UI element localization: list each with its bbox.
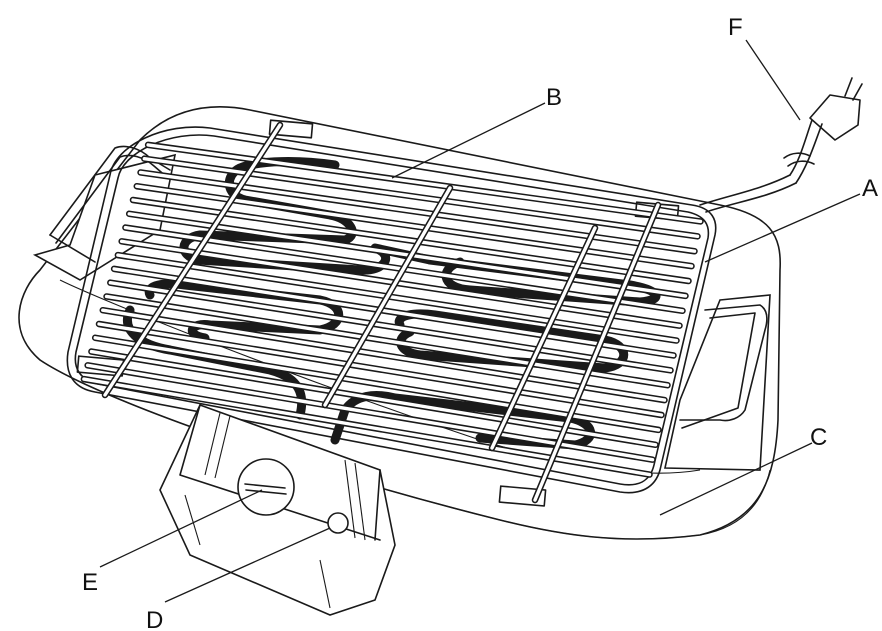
rack-bar-highlight	[142, 156, 700, 239]
leader-d	[164, 527, 331, 603]
rack-bar-highlight	[127, 212, 688, 298]
power-cord	[699, 77, 863, 213]
thermostat-knob	[237, 458, 295, 516]
rack-bar-highlight	[138, 170, 697, 253]
label-a: A	[862, 175, 878, 202]
rack-bar-highlight	[108, 280, 673, 373]
label-c: C	[810, 424, 827, 451]
rack-bar-highlight	[93, 336, 661, 432]
control-box	[159, 404, 396, 616]
plug	[809, 94, 861, 141]
grill-rack	[66, 121, 717, 504]
rack-bar-highlight	[104, 294, 670, 387]
rack-bar-highlight	[116, 253, 679, 343]
label-f: F	[728, 14, 743, 41]
leader-e	[99, 489, 263, 568]
callout-labels: A B C D E F	[82, 14, 878, 631]
rack-bar-highlight	[119, 239, 682, 328]
label-e: E	[82, 569, 98, 596]
label-d: D	[146, 607, 163, 631]
leader-b	[391, 102, 546, 179]
indicator-light	[327, 512, 349, 534]
label-b: B	[546, 84, 562, 111]
rack-support-rods	[101, 121, 662, 504]
right-handle	[664, 294, 771, 471]
leader-lines	[99, 39, 861, 603]
rack-bar-highlight	[112, 267, 676, 358]
leader-c	[659, 442, 813, 516]
rack-bar-highlight	[146, 143, 703, 224]
rack-bar-highlight	[97, 322, 664, 417]
leader-f	[745, 39, 801, 121]
leader-a	[704, 193, 861, 263]
rack-bar-highlight	[101, 308, 667, 402]
